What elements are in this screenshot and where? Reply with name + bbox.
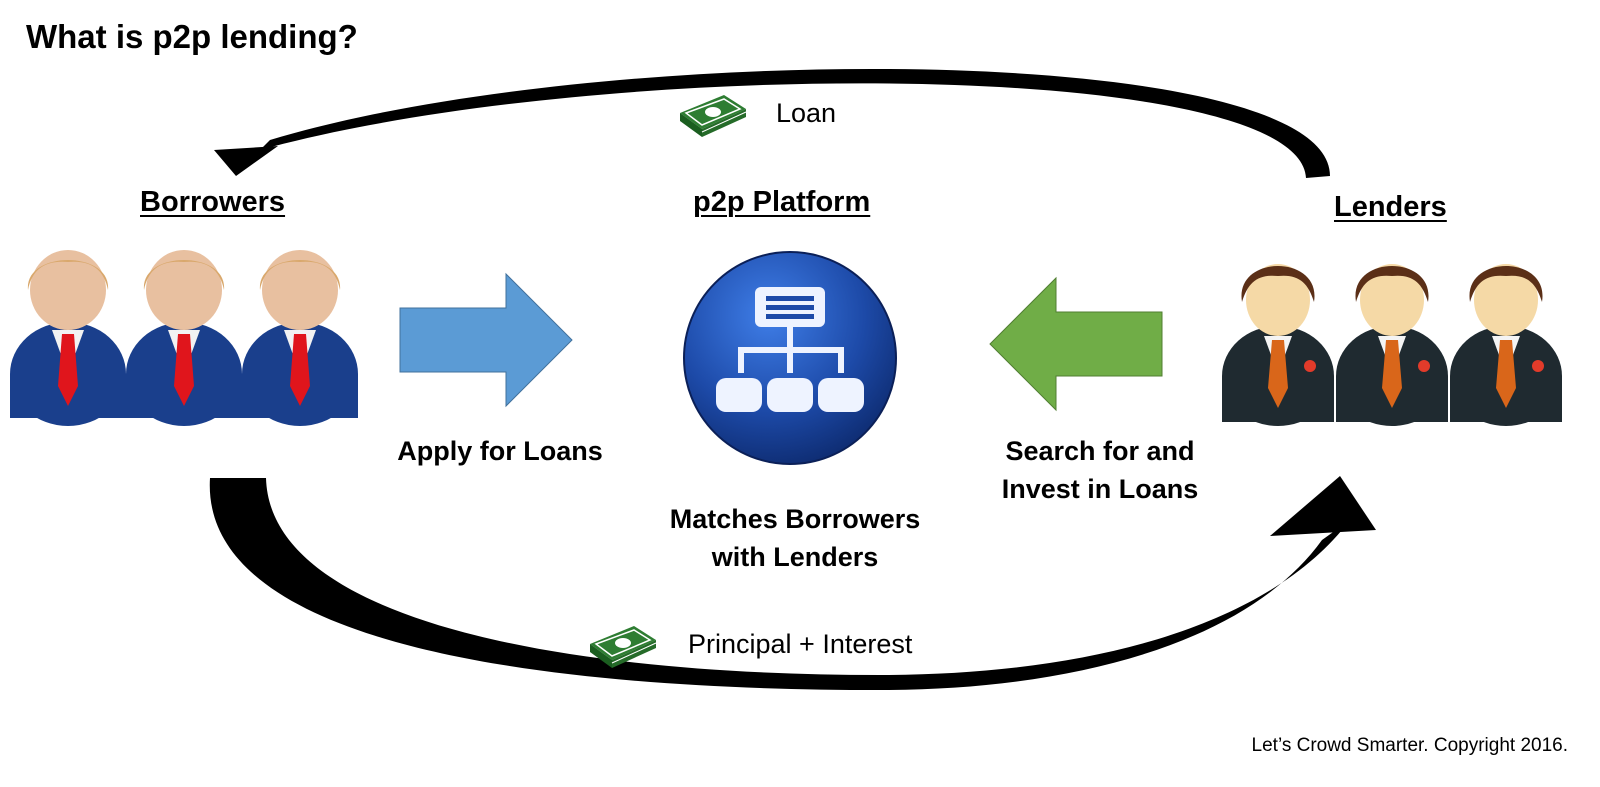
apply-label: Apply for Loans <box>397 436 603 466</box>
borrower-person-icon <box>242 250 358 426</box>
loan-arrowhead <box>214 146 278 176</box>
platform-description: Matches Borrowers with Lenders <box>669 504 921 572</box>
invest-label: Search for and Invest in Loans <box>1001 436 1199 504</box>
borrower-person-icon <box>126 250 242 426</box>
loan-label: Loan <box>776 98 837 128</box>
platform-heading: p2p Platform <box>693 186 871 218</box>
borrower-person-icon <box>10 250 126 426</box>
left-arrow-icon <box>989 276 1163 412</box>
lender-person-icon <box>1450 264 1562 426</box>
loan-flow-arrow <box>260 68 1330 178</box>
repayment-arrowhead <box>1270 476 1376 536</box>
copyright-notice: Let’s Crowd Smarter. Copyright 2016. <box>1251 735 1568 756</box>
repayment-label: Principal + Interest <box>688 629 913 659</box>
page-title: What is p2p lending? <box>26 18 358 55</box>
borrowers-heading: Borrowers <box>140 186 286 218</box>
right-arrow-icon <box>399 272 573 408</box>
lenders-heading: Lenders <box>1334 191 1447 223</box>
money-stack-icon <box>679 94 747 138</box>
lender-person-icon <box>1222 264 1334 426</box>
network-hierarchy-icon <box>683 251 897 465</box>
lender-person-icon <box>1336 264 1448 426</box>
